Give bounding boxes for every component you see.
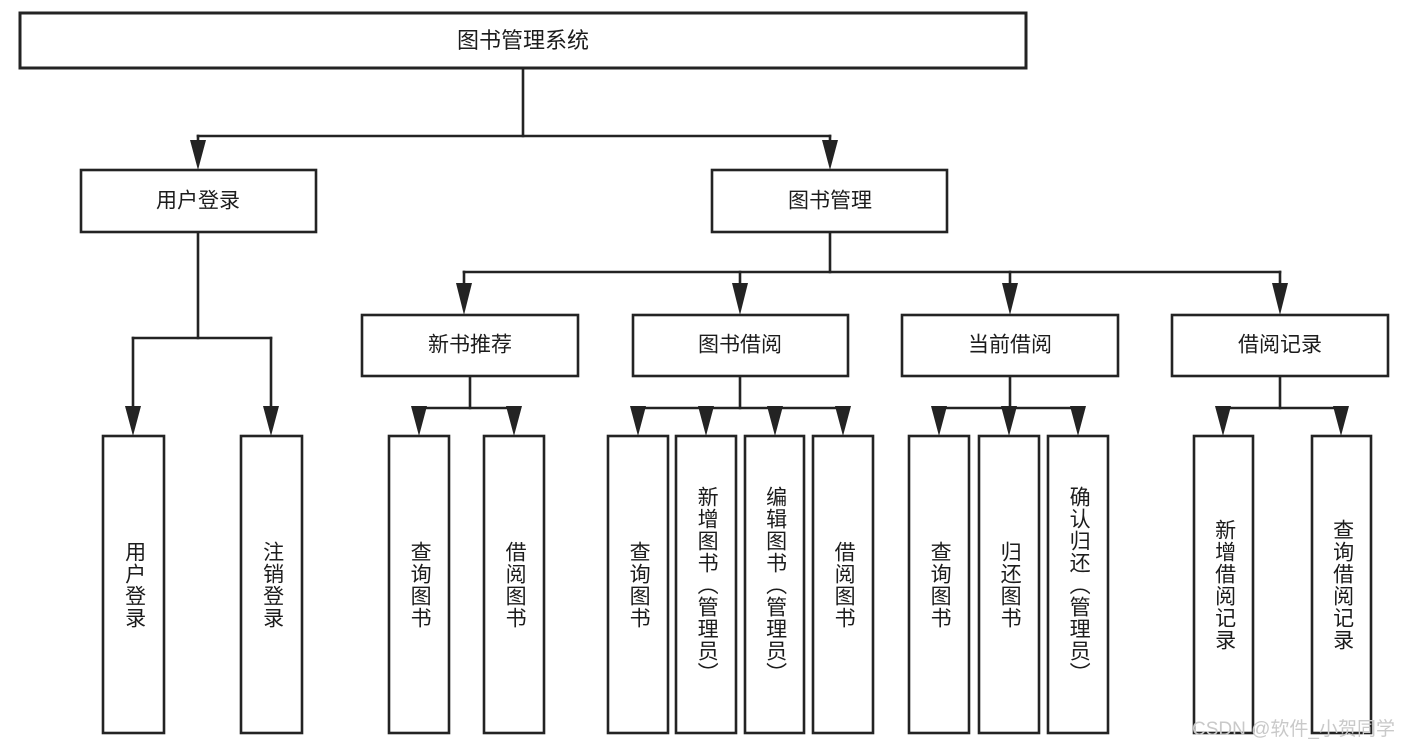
node-user-login-box[interactable] (79, 168, 318, 234)
node-current-borrow-box[interactable] (900, 313, 1120, 378)
leaf-rec-query-record-box[interactable] (1310, 434, 1373, 735)
arrow-head-leaf-borrow-query-book (630, 406, 646, 436)
leaf-rec-add-record-box[interactable] (1192, 434, 1255, 735)
leaf-rec-borrow-book-box[interactable] (482, 434, 546, 735)
arrow-head-leaf-rec-query-book (411, 406, 427, 436)
arrow-head-leaf-cur-confirm-return (1070, 406, 1086, 436)
node-root-box[interactable] (18, 11, 1028, 70)
node-book-borrow-box[interactable] (631, 313, 850, 378)
leaf-cur-return-book-box[interactable] (977, 434, 1041, 735)
node-borrow-record[interactable]: 借阅记录 (1170, 313, 1390, 378)
leaf-user-login-box[interactable] (101, 434, 166, 735)
node-current-borrow-label: 当前借阅 (968, 334, 1052, 357)
arrow-head-book-manage (822, 140, 838, 170)
node-book-borrow[interactable]: 图书借阅 (631, 313, 850, 378)
node-current-borrow[interactable]: 当前借阅 (900, 313, 1120, 378)
leaf-boxes-layer (101, 434, 1373, 735)
leaf-borrow-edit-book-box[interactable] (743, 434, 806, 735)
node-new-book-recommend[interactable]: 新书推荐 (360, 313, 580, 378)
arrow-head-leaf-rec-query-record (1333, 406, 1349, 436)
arrow-head-leaf-rec-borrow-book (506, 406, 522, 436)
node-borrow-record-box[interactable] (1170, 313, 1390, 378)
node-book-manage-box[interactable] (710, 168, 949, 234)
arrow-head-book-borrow (732, 283, 748, 315)
connector-layer (125, 66, 1349, 436)
arrow-head-leaf-user-login (125, 406, 141, 436)
node-user-login[interactable]: 用户登录 (79, 168, 318, 234)
leaf-cur-confirm-return-box[interactable] (1046, 434, 1110, 735)
arrow-head-leaf-borrow-edit-book (767, 406, 783, 436)
node-new-book-recommend-label: 新书推荐 (428, 334, 512, 357)
node-book-manage-label: 图书管理 (788, 190, 872, 213)
node-book-borrow-label: 图书借阅 (698, 334, 782, 357)
arrow-head-leaf-cur-return-book (1001, 406, 1017, 436)
arrow-head-borrow-record (1272, 283, 1288, 315)
node-user-login-label: 用户登录 (156, 190, 240, 213)
leaf-borrow-lend-book-box[interactable] (811, 434, 875, 735)
arrow-head-new-book-recommend (456, 283, 472, 315)
csdn-watermark: CSDN @软件_小贺同学 (1192, 718, 1395, 740)
arrow-head-leaf-rec-add-record (1215, 406, 1231, 436)
arrow-head-leaf-borrow-add-book (698, 406, 714, 436)
leaf-rec-query-book-box[interactable] (387, 434, 451, 735)
node-root-label: 图书管理系统 (457, 28, 589, 53)
leaf-user-logout-box[interactable] (239, 434, 304, 735)
node-borrow-record-label: 借阅记录 (1238, 334, 1322, 357)
node-new-book-recommend-box[interactable] (360, 313, 580, 378)
node-book-manage[interactable]: 图书管理 (710, 168, 949, 234)
leaf-borrow-query-book-box[interactable] (606, 434, 670, 735)
arrow-head-current-borrow (1002, 283, 1018, 315)
arrow-head-leaf-user-logout (263, 406, 279, 436)
arrow-head-user-login (190, 140, 206, 170)
arrow-head-leaf-cur-query-book (931, 406, 947, 436)
leaf-borrow-add-book-box[interactable] (674, 434, 738, 735)
node-root[interactable]: 图书管理系统 (18, 11, 1028, 70)
arrow-head-leaf-borrow-lend-book (835, 406, 851, 436)
leaf-cur-query-book-box[interactable] (907, 434, 971, 735)
